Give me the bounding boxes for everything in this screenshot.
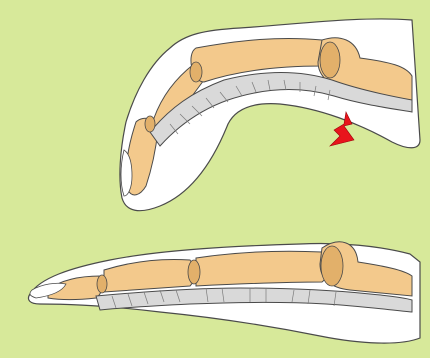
flexed-pip-joint <box>190 62 202 82</box>
flexed-dip-joint <box>145 116 155 132</box>
flexed-mcp-joint <box>320 42 340 78</box>
extended-proximal-phalanx <box>196 251 328 286</box>
extended-mcp-joint <box>321 246 343 286</box>
extended-dip-joint <box>97 275 107 293</box>
extended-pip-joint <box>188 260 200 284</box>
